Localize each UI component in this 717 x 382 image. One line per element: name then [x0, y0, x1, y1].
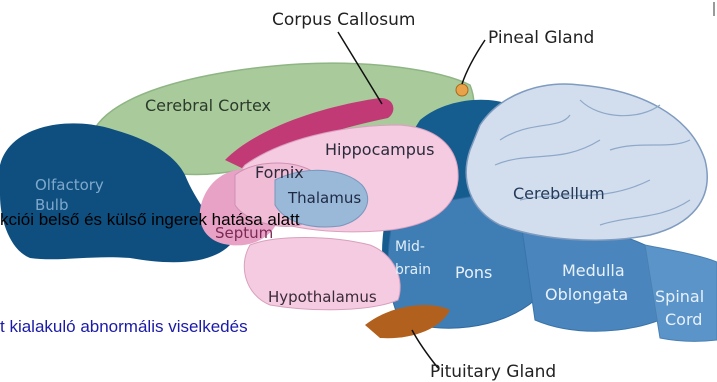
- label-cerebellum: Cerebellum: [513, 184, 605, 203]
- label-cerebral-cortex: Cerebral Cortex: [145, 96, 271, 115]
- pineal-gland-region: [456, 84, 468, 96]
- label-olfactory: Olfactory: [35, 176, 104, 194]
- scrollbar-edge: [713, 2, 715, 16]
- overlay-text-line-1: kciói belső és külső ingerek hatása alat…: [0, 211, 300, 228]
- label-pons: Pons: [455, 263, 492, 282]
- label-fornix: Fornix: [255, 163, 304, 182]
- label-midbrain-2: brain: [395, 262, 431, 278]
- label-spinal: Spinal: [655, 287, 704, 306]
- pituitary-gland-region: [365, 305, 450, 338]
- label-thalamus: Thalamus: [287, 189, 361, 207]
- label-cord: Cord: [665, 310, 702, 329]
- label-oblongata: Oblongata: [545, 285, 628, 304]
- label-pineal-gland: Pineal Gland: [488, 28, 594, 48]
- pineal-gland-leader: [462, 40, 485, 84]
- overlay-link-line-2[interactable]: t kialakuló abnormális viselkedés: [0, 318, 248, 335]
- label-hypothalamus: Hypothalamus: [268, 288, 377, 306]
- label-medulla: Medulla: [562, 261, 625, 280]
- label-corpus-callosum: Corpus Callosum: [272, 10, 415, 30]
- label-hippocampus: Hippocampus: [325, 140, 434, 159]
- label-pituitary-gland: Pituitary Gland: [430, 362, 556, 382]
- label-midbrain-1: Mid-: [395, 239, 425, 255]
